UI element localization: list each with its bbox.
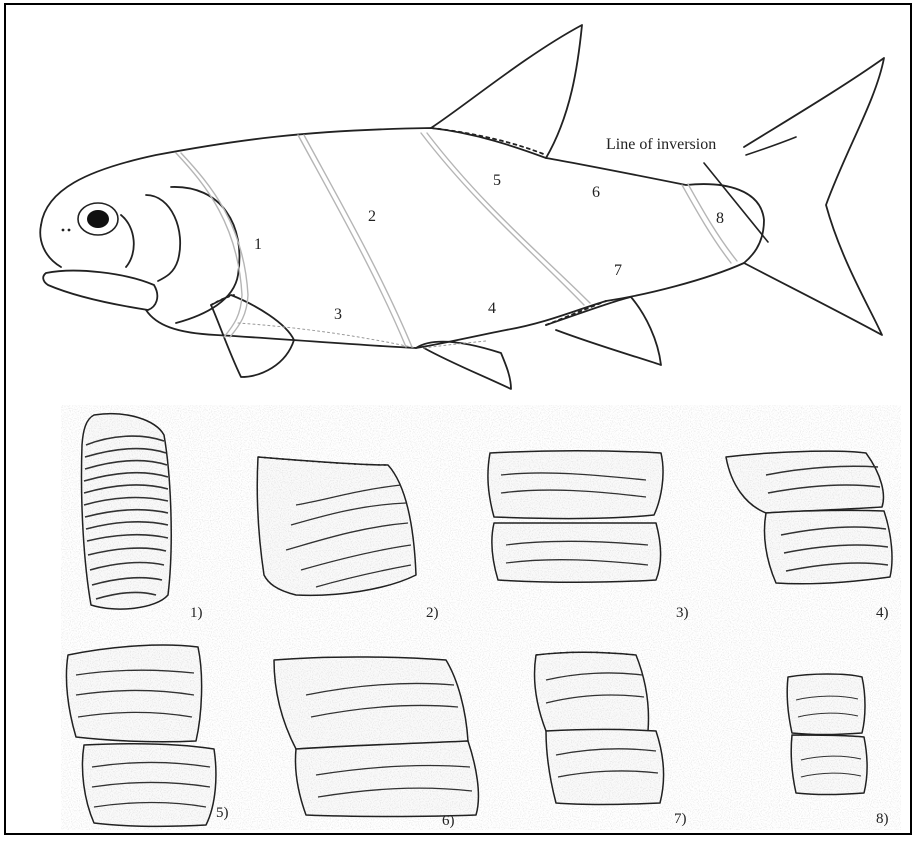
region-label-7: 7 (614, 262, 622, 279)
lower-jaw (43, 271, 157, 310)
pelvic-fin (416, 342, 511, 389)
region-label-1: 1 (254, 236, 262, 253)
figure-frame: Line of inversion 1 2 3 4 5 6 7 8 (4, 3, 912, 835)
caption-1: 1) (190, 605, 203, 621)
gill-inner-line (146, 195, 180, 281)
boundary-line (304, 135, 412, 347)
region-label-2: 2 (368, 208, 376, 225)
region-label-6: 6 (592, 184, 600, 201)
fish-diagram (40, 25, 884, 389)
caption-4: 4) (876, 605, 889, 621)
boundary-line (181, 153, 248, 337)
preopercle-line (121, 215, 134, 267)
eye-pupil (87, 210, 109, 228)
caption-5: 5) (216, 805, 229, 821)
region-label-3: 3 (334, 306, 342, 323)
fish-labels: Line of inversion 1 2 3 4 5 6 7 8 (254, 136, 724, 323)
boundary-line (427, 133, 590, 303)
caption-2: 2) (426, 605, 439, 621)
gill-cover (171, 187, 239, 323)
caption-8: 8) (876, 811, 889, 827)
boundary-line (298, 135, 406, 347)
pectoral-fin (211, 295, 294, 377)
caption-3: 3) (676, 605, 689, 621)
belly-dotted-line (238, 323, 416, 348)
fish-snout (40, 225, 61, 267)
fish-body-outline (41, 128, 764, 348)
caption-7: 7) (674, 811, 687, 827)
dorsal-fin (431, 25, 582, 158)
region-label-5: 5 (493, 172, 501, 189)
region-label-4: 4 (488, 300, 496, 317)
anal-fin (546, 297, 661, 365)
nostril-dot (62, 229, 65, 232)
inversion-line (704, 163, 768, 242)
tail-fin (744, 58, 884, 335)
region-label-8: 8 (716, 210, 724, 227)
inversion-label: Line of inversion (606, 136, 716, 153)
caption-6: 6) (442, 813, 455, 829)
inversion-pointer (746, 137, 796, 155)
stipple-texture (61, 405, 901, 830)
nostril-dot (68, 229, 71, 232)
figure-canvas: Line of inversion 1 2 3 4 5 6 7 8 (6, 5, 910, 833)
